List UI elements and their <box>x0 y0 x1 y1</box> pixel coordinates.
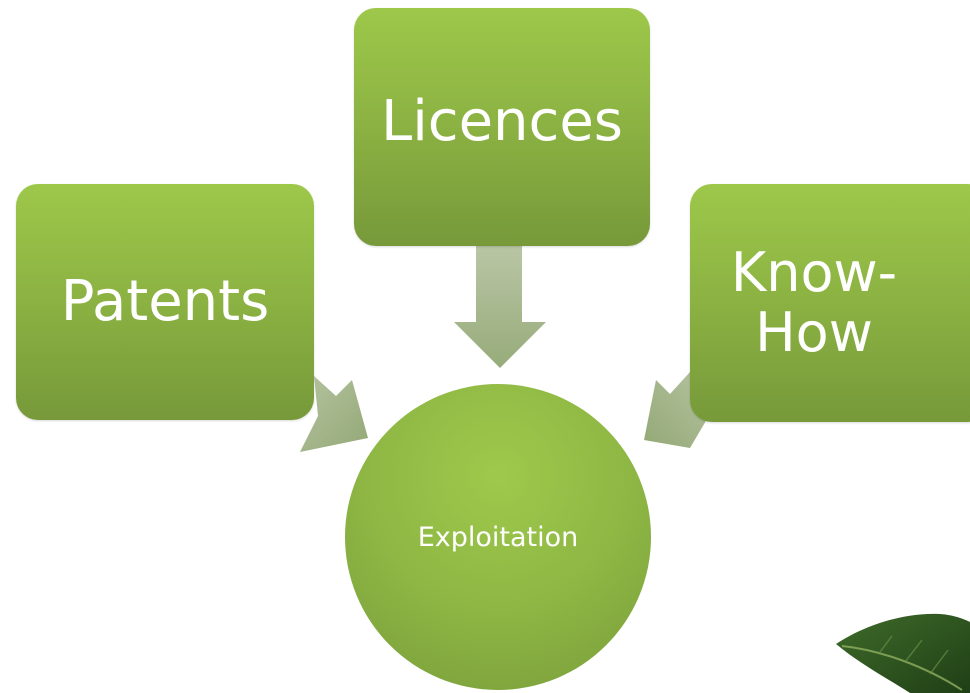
know-how-label-line2: How <box>755 301 873 364</box>
licences-node: Licences <box>354 8 650 246</box>
know-how-node: Know- How <box>690 184 970 422</box>
know-how-label: Know- How <box>730 240 898 364</box>
patents-label: Patents <box>60 268 270 334</box>
arrow-patents-to-exploitation <box>300 376 368 452</box>
patents-node: Patents <box>16 184 314 420</box>
exploitation-label: Exploitation <box>417 521 579 553</box>
licences-label: Licences <box>381 88 623 154</box>
know-how-label-line1: Know- <box>730 240 898 304</box>
arrow-licences-to-exploitation <box>454 246 546 368</box>
leaf-icon <box>836 613 970 693</box>
exploitation-node: Exploitation <box>345 384 651 690</box>
